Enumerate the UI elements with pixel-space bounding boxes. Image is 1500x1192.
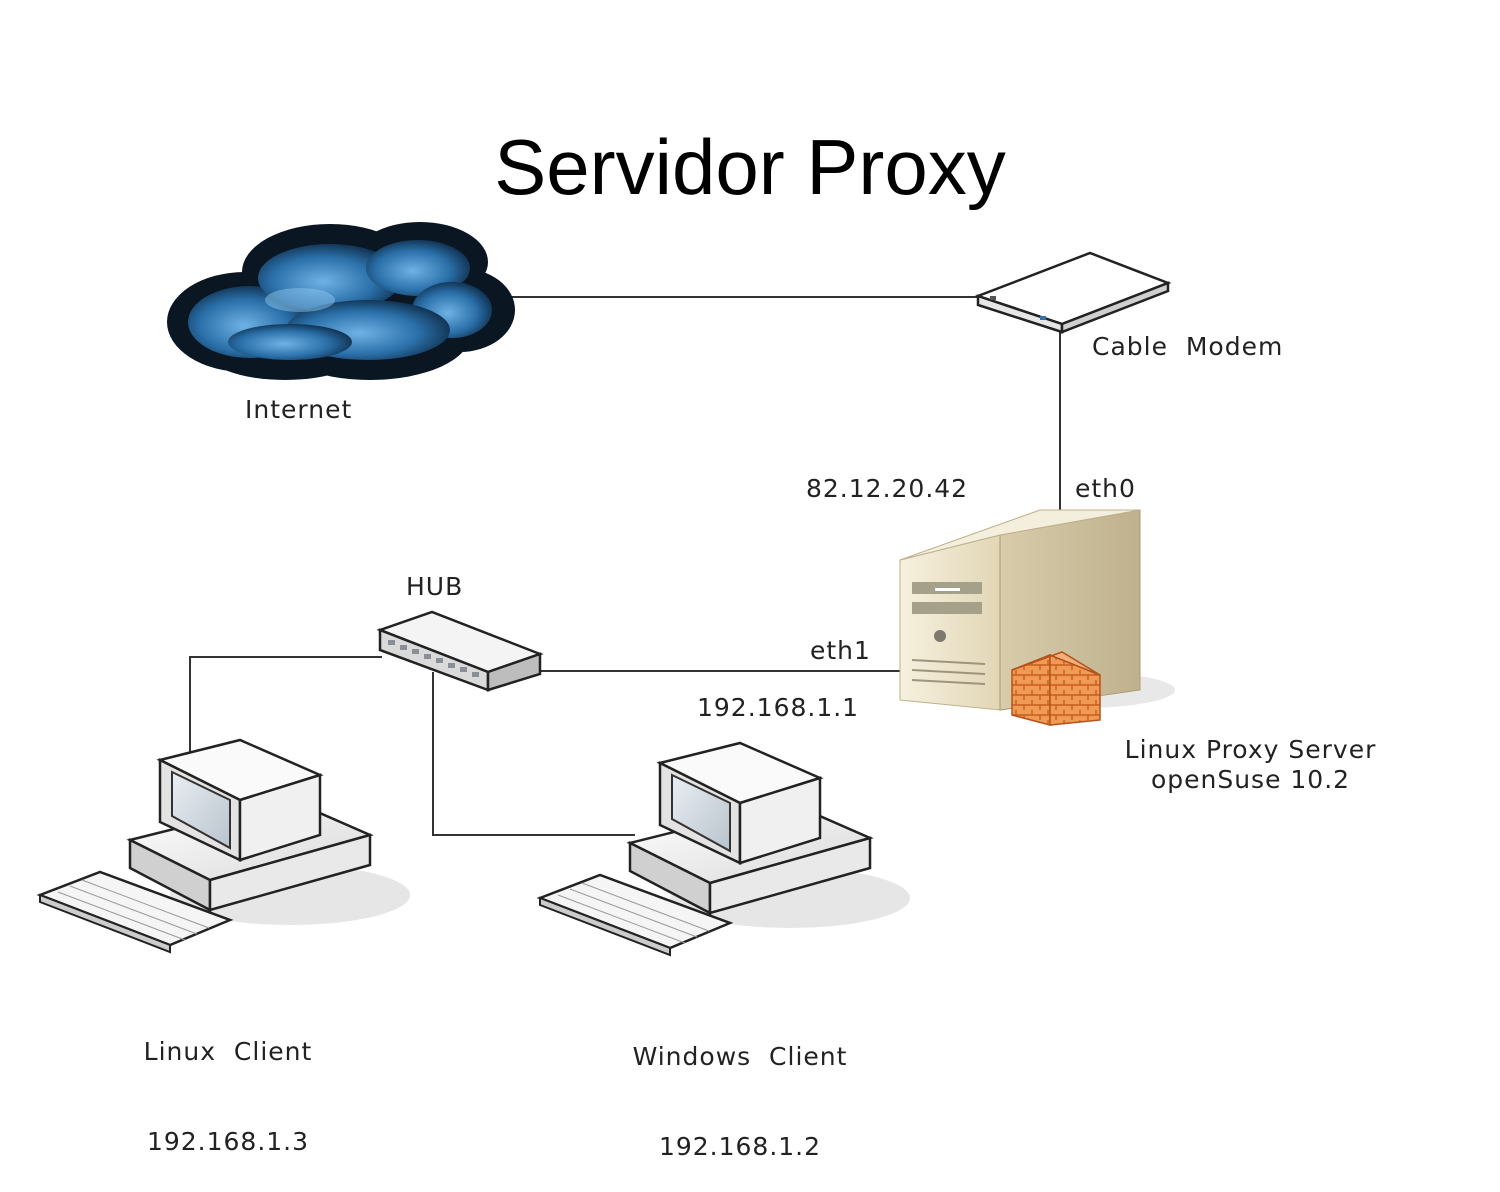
cloud-icon — [167, 222, 515, 380]
firewall-icon — [1011, 651, 1101, 726]
windows-client-label: Windows Client 192.168.1.2 — [580, 982, 900, 1192]
eth0-ip-label: 82.12.20.42 — [806, 474, 969, 503]
network-diagram — [36, 222, 1175, 957]
link-hub-windows-client — [432, 672, 635, 836]
linux-client-ip: 192.168.1.3 — [146, 1127, 310, 1156]
link-hub-linux-client — [189, 656, 382, 755]
proxy-server-os: openSuse 10.2 — [1150, 765, 1351, 794]
internet-label: Internet — [245, 395, 353, 424]
linux-client-name: Linux Client — [143, 1037, 313, 1066]
desktop-computer-icon — [536, 741, 910, 957]
eth1-label: eth1 — [810, 636, 871, 665]
modem-icon — [974, 251, 1172, 334]
proxy-server-name: Linux Proxy Server — [1124, 735, 1377, 764]
slide-title: Servidor Proxy — [494, 123, 1006, 211]
linux-client-label: Linux Client 192.168.1.3 — [98, 977, 358, 1187]
windows-client-ip: 192.168.1.2 — [658, 1132, 822, 1161]
hub-label: HUB — [406, 572, 464, 601]
eth1-ip-label: 192.168.1.1 — [697, 693, 860, 722]
connection-lines — [189, 296, 1061, 836]
eth0-label: eth0 — [1075, 474, 1136, 503]
proxy-server-label: Linux Proxy Server openSuse 10.2 — [1058, 735, 1443, 795]
windows-client-name: Windows Client — [632, 1042, 848, 1071]
hub-icon — [376, 610, 544, 692]
desktop-computer-icon — [36, 738, 410, 954]
modem-label: Cable Modem — [1092, 332, 1284, 361]
